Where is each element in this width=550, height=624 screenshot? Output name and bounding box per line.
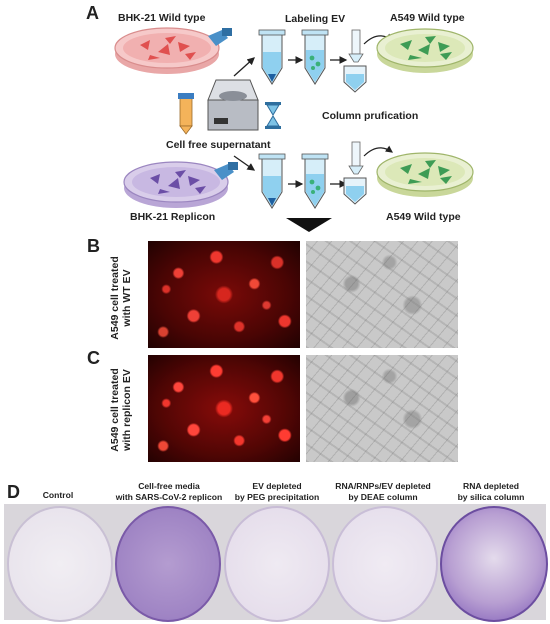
well-replicon-media [115, 506, 221, 622]
a549-wild-type-bottom-label: A549 Wild type [386, 211, 461, 223]
panel-c-brightfield-image [306, 355, 458, 462]
bhk-replicon-label: BHK-21 Replicon [130, 211, 216, 223]
well-label-5-line1: RNA depleted [462, 481, 520, 491]
well-label-3: EV depleted by PEG precipitation [222, 481, 332, 502]
well-label-2: Cell-free media with SARS-CoV-2 replicon [114, 481, 224, 502]
a549-wild-type-top-label: A549 Wild type [390, 12, 465, 24]
panel-b-row-label-line2: with WT EV [121, 269, 133, 327]
column-purification-label: Column prufication [322, 110, 419, 122]
well-label-1-line1: Control [42, 490, 74, 500]
cell-free-supernatant-label: Cell free supernatant [166, 139, 271, 151]
tube-top-1-icon [258, 29, 286, 85]
panel-a-label: A [86, 3, 99, 23]
column-top-icon [343, 29, 367, 93]
hourglass-icon [265, 102, 281, 129]
column-bottom-icon [343, 141, 367, 205]
panel-c-row-label-line1: A549 cell treated [109, 368, 121, 452]
tube-top-2-icon [301, 29, 329, 85]
well-label-4-line1: RNA/RNPs/EV depleted [335, 481, 431, 491]
panel-d-label: D [7, 482, 20, 502]
pipette-top-icon [208, 28, 232, 46]
tube-bottom-1-icon [258, 153, 286, 209]
labeling-ev-label: Labeling EV [285, 13, 346, 25]
well-label-3-line2: by PEG precipitation [234, 491, 320, 502]
bhk-replicon-dish [123, 161, 229, 208]
panel-b-row-label-line1: A549 cell treated [109, 256, 121, 340]
bhk-wild-type-label: BHK-21 Wild type [118, 12, 206, 24]
well-control [7, 506, 113, 622]
well-label-2-line1: Cell-free media [138, 481, 200, 491]
falcon-tube-icon [178, 93, 194, 135]
panel-b-brightfield-image [306, 241, 458, 348]
pipette-bottom-icon [214, 162, 238, 180]
well-label-3-line1: EV depleted [252, 481, 302, 491]
bhk-wild-type-dish [114, 27, 220, 74]
panel-c-fluorescence-image [148, 355, 300, 462]
panel-a-diagram [114, 27, 474, 232]
well-label-4-line2: by DEAE column [348, 491, 418, 502]
well-label-1: Control [8, 490, 108, 501]
well-label-2-line2: with SARS-CoV-2 replicon [115, 491, 223, 502]
well-deae-column [332, 506, 438, 622]
panel-b-label: B [87, 236, 100, 256]
centrifuge-icon [207, 79, 259, 131]
well-ev-depleted-peg [224, 506, 330, 622]
panel-b-fluorescence-image [148, 241, 300, 348]
a549-dish-top [376, 28, 474, 73]
well-label-5-line2: by silica column [457, 491, 525, 502]
well-label-5: RNA depleted by silica column [436, 481, 546, 502]
down-arrow-icon [286, 218, 332, 232]
well-silica-column [440, 506, 548, 622]
well-label-4: RNA/RNPs/EV depleted by DEAE column [328, 481, 438, 502]
panel-c-row-label-line2: with replicon EV [121, 369, 133, 451]
panel-c-label: C [87, 348, 100, 368]
tube-bottom-2-icon [301, 153, 329, 209]
a549-dish-bottom [376, 152, 474, 197]
